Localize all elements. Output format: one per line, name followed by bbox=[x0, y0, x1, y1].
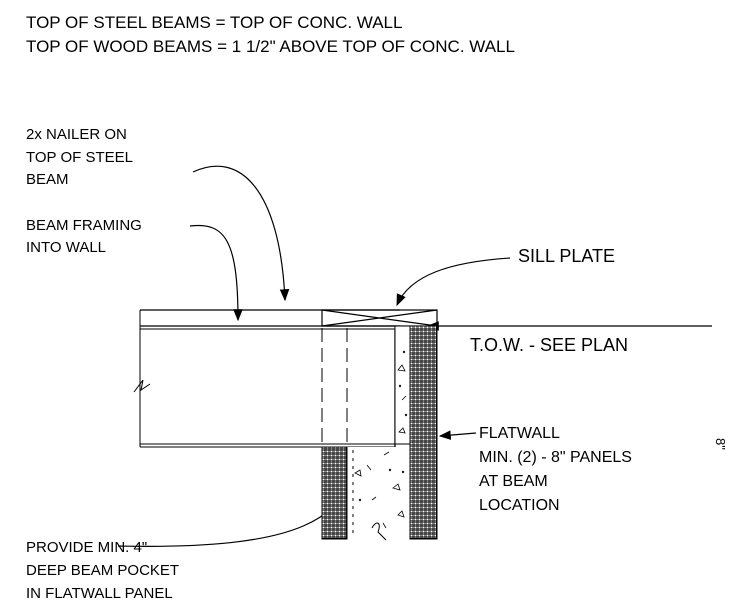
label-nailer-3: BEAM bbox=[26, 171, 69, 188]
flatwall-inner-panel bbox=[321, 446, 348, 540]
bottom-break-icon bbox=[371, 522, 387, 541]
leader-flatwall bbox=[438, 430, 477, 440]
label-pocket-1: PROVIDE MIN. 4" bbox=[26, 539, 147, 556]
note-steel-beams: TOP OF STEEL BEAMS = TOP OF CONC. WALL bbox=[26, 13, 402, 32]
label-nailer-2: TOP OF STEEL bbox=[26, 149, 133, 166]
label-beam-framing-1: BEAM FRAMING bbox=[26, 217, 142, 234]
pocket-hidden-lines bbox=[321, 328, 348, 447]
label-nailer-1: 2x NAILER ON bbox=[26, 126, 127, 143]
leader-nailer bbox=[192, 165, 290, 302]
steel-beam bbox=[139, 309, 400, 448]
flatwall-core bbox=[394, 325, 411, 445]
edge-mark-text: 8" bbox=[713, 438, 728, 450]
label-beam-framing-2: INTO WALL bbox=[26, 239, 106, 256]
leader-beam-framing bbox=[189, 224, 243, 322]
label-tow: T.O.W. - SEE PLAN bbox=[470, 335, 628, 355]
concrete-speckle bbox=[354, 350, 408, 529]
label-pocket-2: DEEP BEAM POCKET bbox=[26, 562, 179, 579]
label-flatwall-4: LOCATION bbox=[479, 497, 560, 514]
sill-plate bbox=[321, 309, 438, 327]
label-flatwall-2: MIN. (2) - 8" PANELS bbox=[479, 449, 632, 466]
label-pocket-3: IN FLATWALL PANEL bbox=[26, 585, 173, 602]
leader-sill-plate bbox=[396, 257, 511, 307]
note-wood-beams: TOP OF WOOD BEAMS = 1 1/2" ABOVE TOP OF … bbox=[26, 37, 515, 56]
break-line-icon bbox=[133, 379, 151, 393]
label-sill-plate: SILL PLATE bbox=[518, 246, 615, 266]
flatwall-outer-panel bbox=[409, 325, 438, 540]
label-flatwall-3: AT BEAM bbox=[479, 473, 548, 490]
flatwall-core-below bbox=[347, 447, 410, 539]
label-flatwall-1: FLATWALL bbox=[479, 425, 560, 442]
